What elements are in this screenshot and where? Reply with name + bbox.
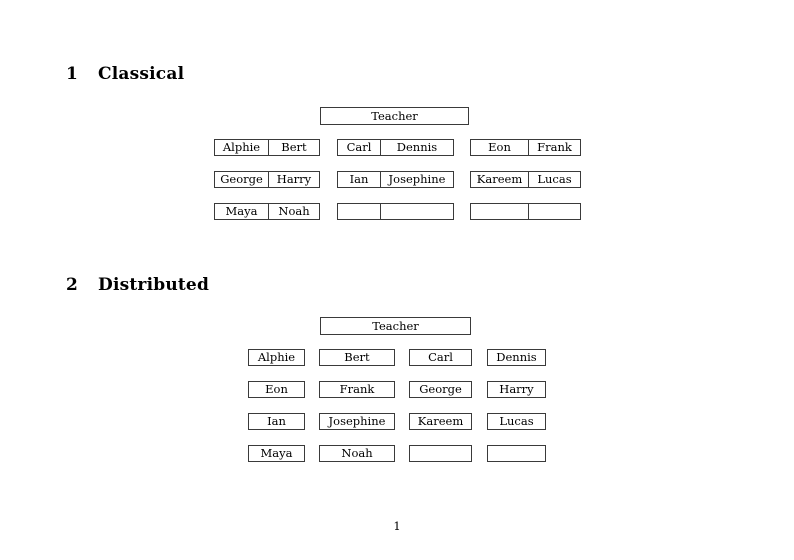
name-box: Ian xyxy=(248,413,305,430)
name-box: Eon xyxy=(248,381,305,398)
classical-row: Carl Dennis xyxy=(337,139,454,156)
name-cell: Bert xyxy=(268,139,320,156)
name-cell: Eon xyxy=(470,139,528,156)
name-box: Kareem xyxy=(409,413,472,430)
teacher-box-distributed: Teacher xyxy=(320,317,471,335)
name-box: Dennis xyxy=(487,349,546,366)
section-title: Classical xyxy=(98,64,185,84)
name-box: Harry xyxy=(487,381,546,398)
classical-row xyxy=(337,203,454,220)
name-box-empty xyxy=(409,445,472,462)
name-cell: Carl xyxy=(337,139,380,156)
classical-row: Kareem Lucas xyxy=(470,171,581,188)
name-cell: Frank xyxy=(528,139,581,156)
name-box: Lucas xyxy=(487,413,546,430)
name-box: George xyxy=(409,381,472,398)
name-cell: Kareem xyxy=(470,171,528,188)
name-cell-empty xyxy=(470,203,528,220)
classical-row xyxy=(470,203,581,220)
name-cell: Maya xyxy=(214,203,268,220)
classical-row: Alphie Bert xyxy=(214,139,320,156)
name-box: Noah xyxy=(319,445,395,462)
section-heading-classical: 1 Classical xyxy=(66,64,184,84)
name-cell-empty xyxy=(528,203,581,220)
name-box: Alphie xyxy=(248,349,305,366)
name-box-empty xyxy=(487,445,546,462)
name-box: Carl xyxy=(409,349,472,366)
classical-row: Eon Frank xyxy=(470,139,581,156)
classical-row: Ian Josephine xyxy=(337,171,454,188)
name-cell-empty xyxy=(380,203,454,220)
section-number: 1 xyxy=(66,64,79,84)
name-cell: Dennis xyxy=(380,139,454,156)
teacher-box-classical: Teacher xyxy=(320,107,469,125)
name-cell: Josephine xyxy=(380,171,454,188)
name-cell: Alphie xyxy=(214,139,268,156)
name-box: Frank xyxy=(319,381,395,398)
classical-row: Maya Noah xyxy=(214,203,320,220)
name-cell-empty xyxy=(337,203,380,220)
section-number: 2 xyxy=(66,275,79,295)
name-cell: Lucas xyxy=(528,171,581,188)
name-box: Josephine xyxy=(319,413,395,430)
name-cell: Ian xyxy=(337,171,380,188)
section-title: Distributed xyxy=(98,275,210,295)
name-cell: Harry xyxy=(268,171,320,188)
name-cell: George xyxy=(214,171,268,188)
classical-row: George Harry xyxy=(214,171,320,188)
name-box: Bert xyxy=(319,349,395,366)
page-number: 1 xyxy=(393,519,401,533)
name-cell: Noah xyxy=(268,203,320,220)
name-box: Maya xyxy=(248,445,305,462)
section-heading-distributed: 2 Distributed xyxy=(66,275,209,295)
